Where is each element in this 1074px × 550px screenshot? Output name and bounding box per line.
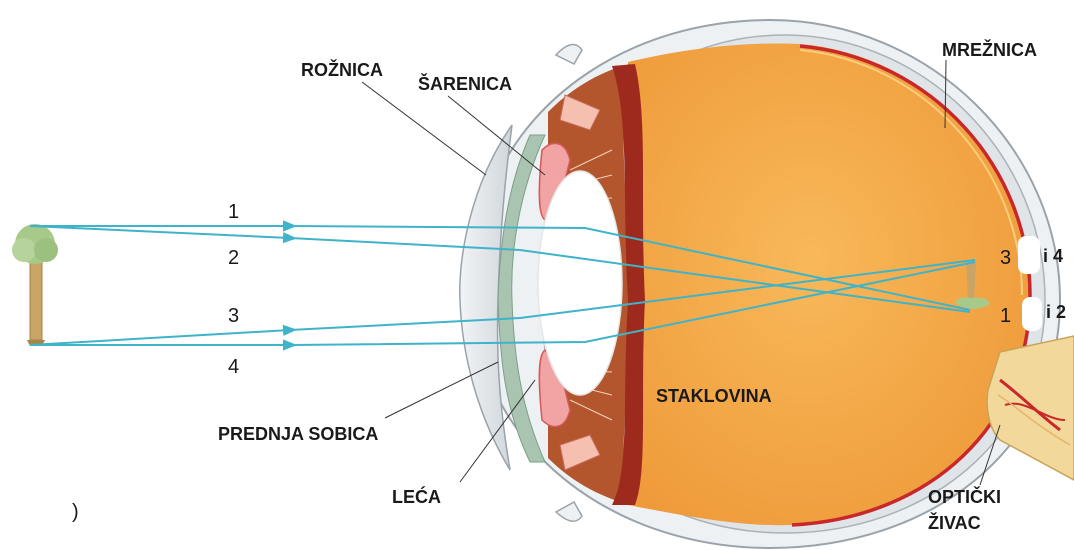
stray-mark: ): [72, 501, 79, 523]
image-bottom-suffix: i 2: [1046, 302, 1066, 322]
label-optic-nerve-line1: OPTIČKI: [928, 486, 1001, 507]
label-cornea: ROŽNICA: [301, 59, 383, 80]
label-lens: LEĆA: [392, 486, 441, 507]
ray-4-label: 4: [228, 356, 239, 378]
image-bottom-number: 1: [1000, 305, 1011, 327]
label-optic-nerve-line2: ŽIVAC: [928, 512, 981, 533]
optic-nerve: [987, 336, 1074, 480]
ray-1-label: 1: [228, 201, 239, 223]
ray-3-label: 3: [228, 305, 239, 327]
image-top-suffix: i 4: [1043, 246, 1063, 266]
lens: [538, 171, 622, 395]
label-vitreous: STAKLOVINA: [656, 386, 772, 406]
image-top-number: 3: [1000, 247, 1011, 269]
ray-2-label: 2: [228, 247, 239, 269]
label-retina: MREŽNICA: [942, 39, 1037, 60]
ray-3: [30, 330, 290, 345]
label-anterior-chamber: PREDNJA SOBICA: [218, 424, 378, 444]
label-iris: ŠARENICA: [418, 73, 512, 94]
object-tree: [12, 224, 58, 346]
ray-2: [30, 226, 290, 238]
